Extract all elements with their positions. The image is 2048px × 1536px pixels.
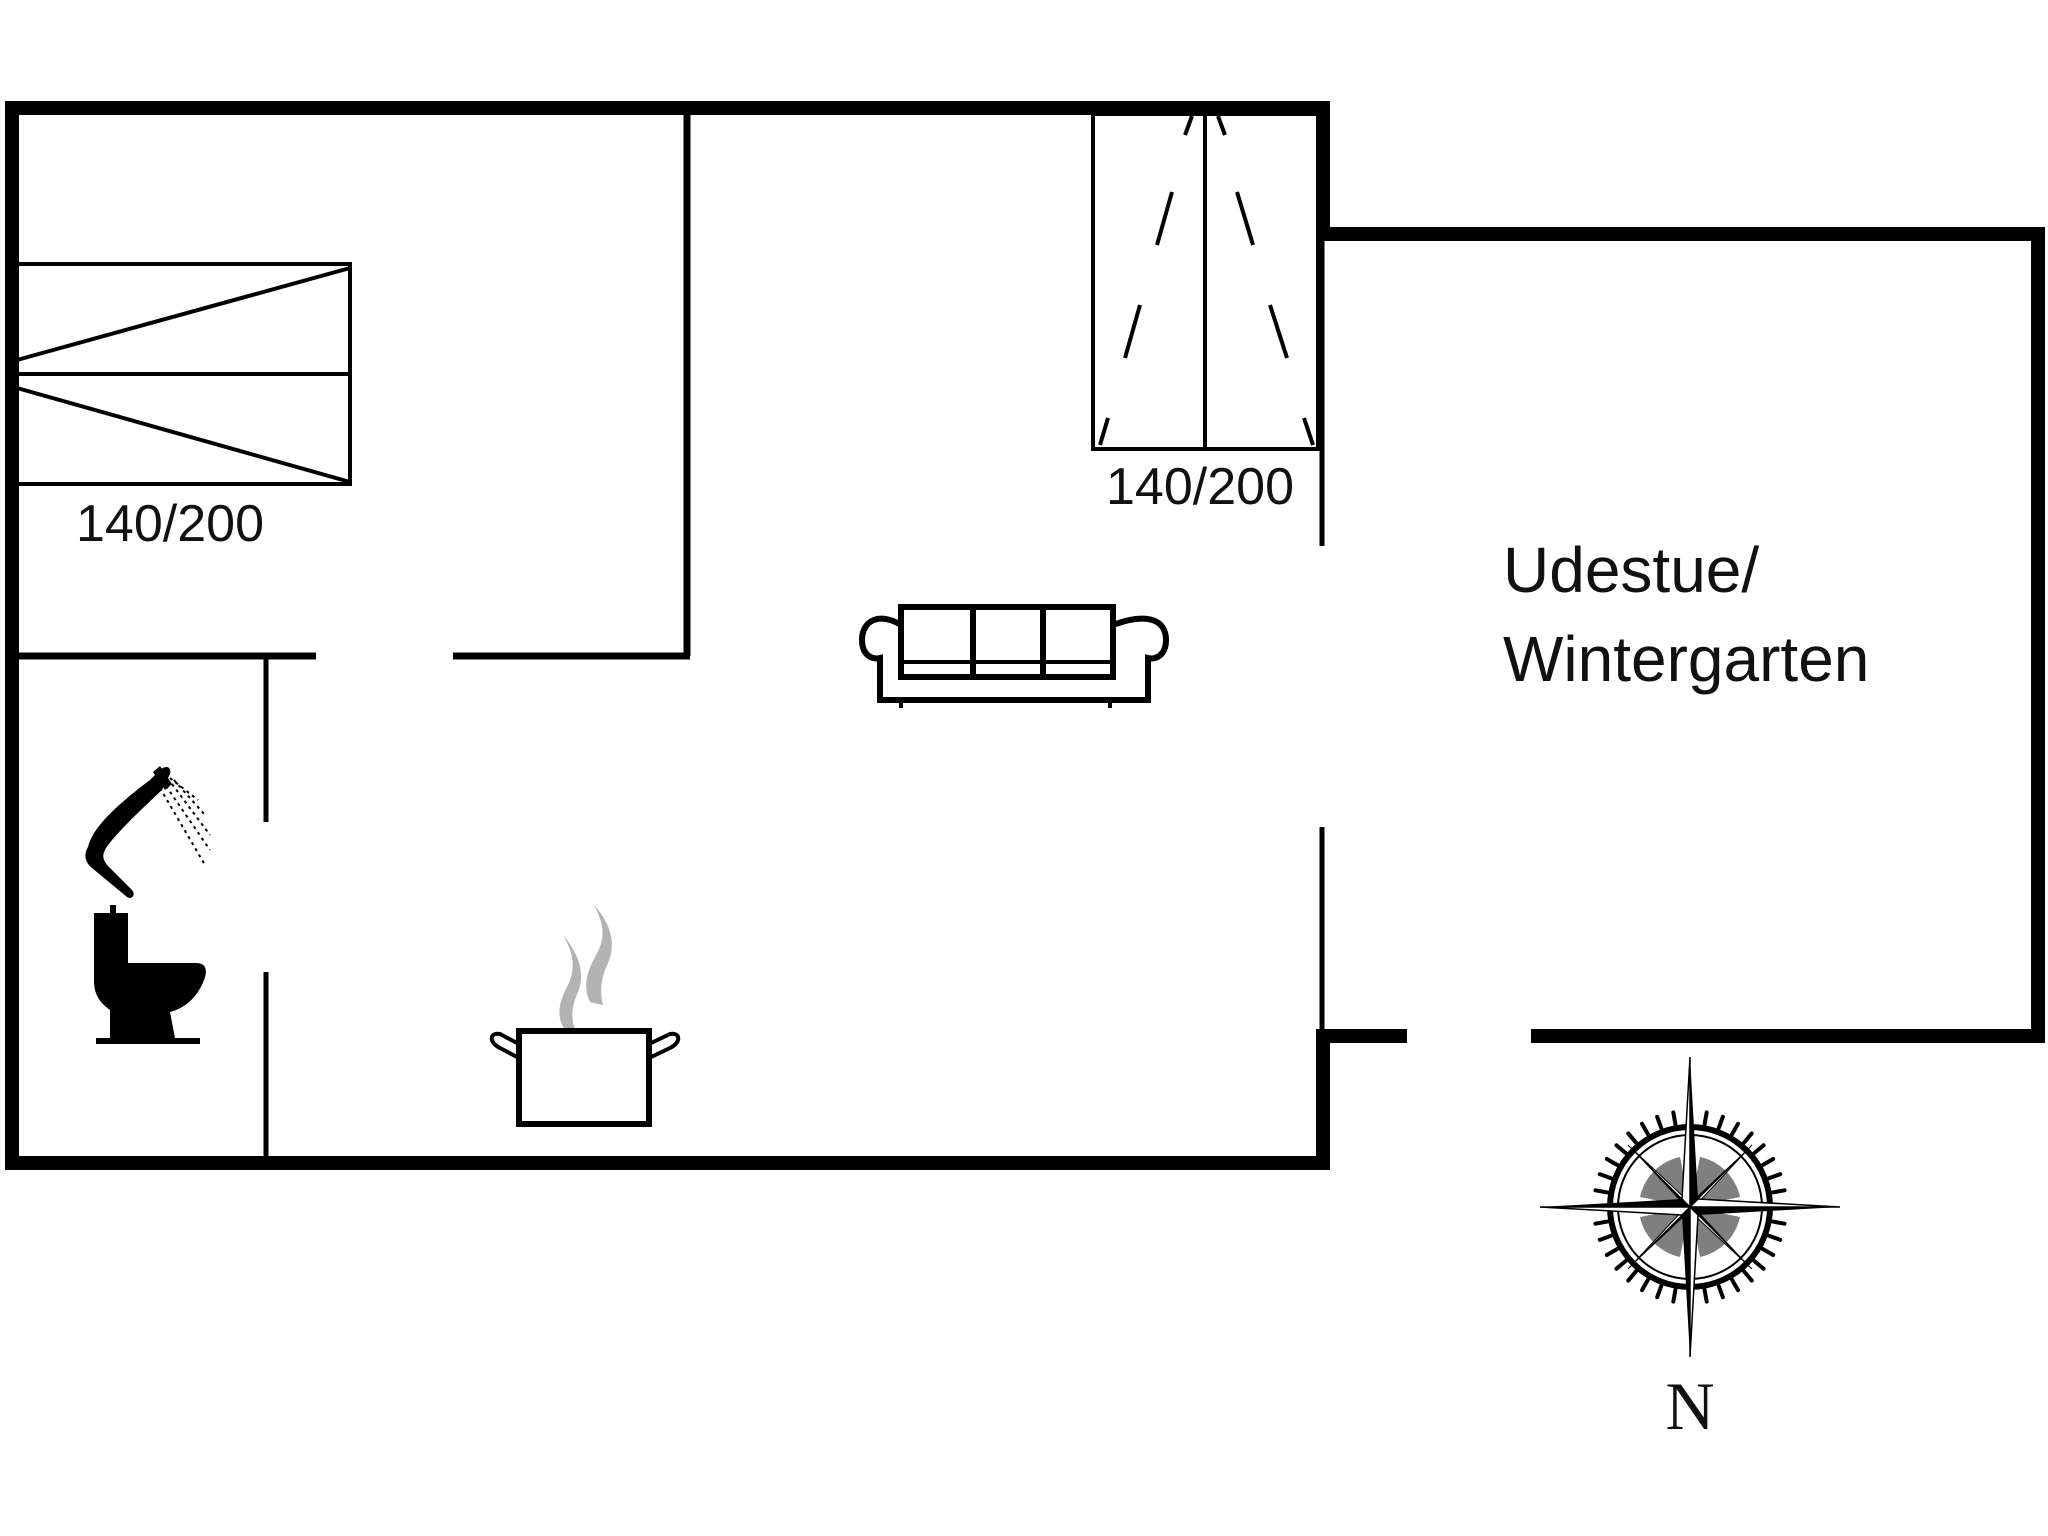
compass-rose-icon: N bbox=[1539, 1056, 1841, 1444]
sunroom-label: Udestue/ Wintergarten bbox=[1503, 534, 1869, 695]
interior-walls bbox=[12, 108, 1325, 1163]
shower-icon bbox=[85, 766, 211, 898]
bed-left-size-label: 140/200 bbox=[76, 495, 264, 553]
bed-alcove: 140/200 bbox=[1091, 112, 1320, 516]
bed-alcove-size-label: 140/200 bbox=[1106, 458, 1294, 516]
cooking-pot-icon bbox=[489, 905, 681, 1127]
compass-north-label: N bbox=[1665, 1368, 1714, 1444]
outer-walls bbox=[5, 101, 2045, 1170]
sunroom-label-line2: Wintergarten bbox=[1503, 623, 1869, 695]
toilet-icon bbox=[94, 905, 206, 1044]
sunroom-label-line1: Udestue/ bbox=[1503, 534, 1759, 606]
sofa-icon bbox=[858, 604, 1170, 708]
bed-left: 140/200 bbox=[15, 262, 352, 553]
